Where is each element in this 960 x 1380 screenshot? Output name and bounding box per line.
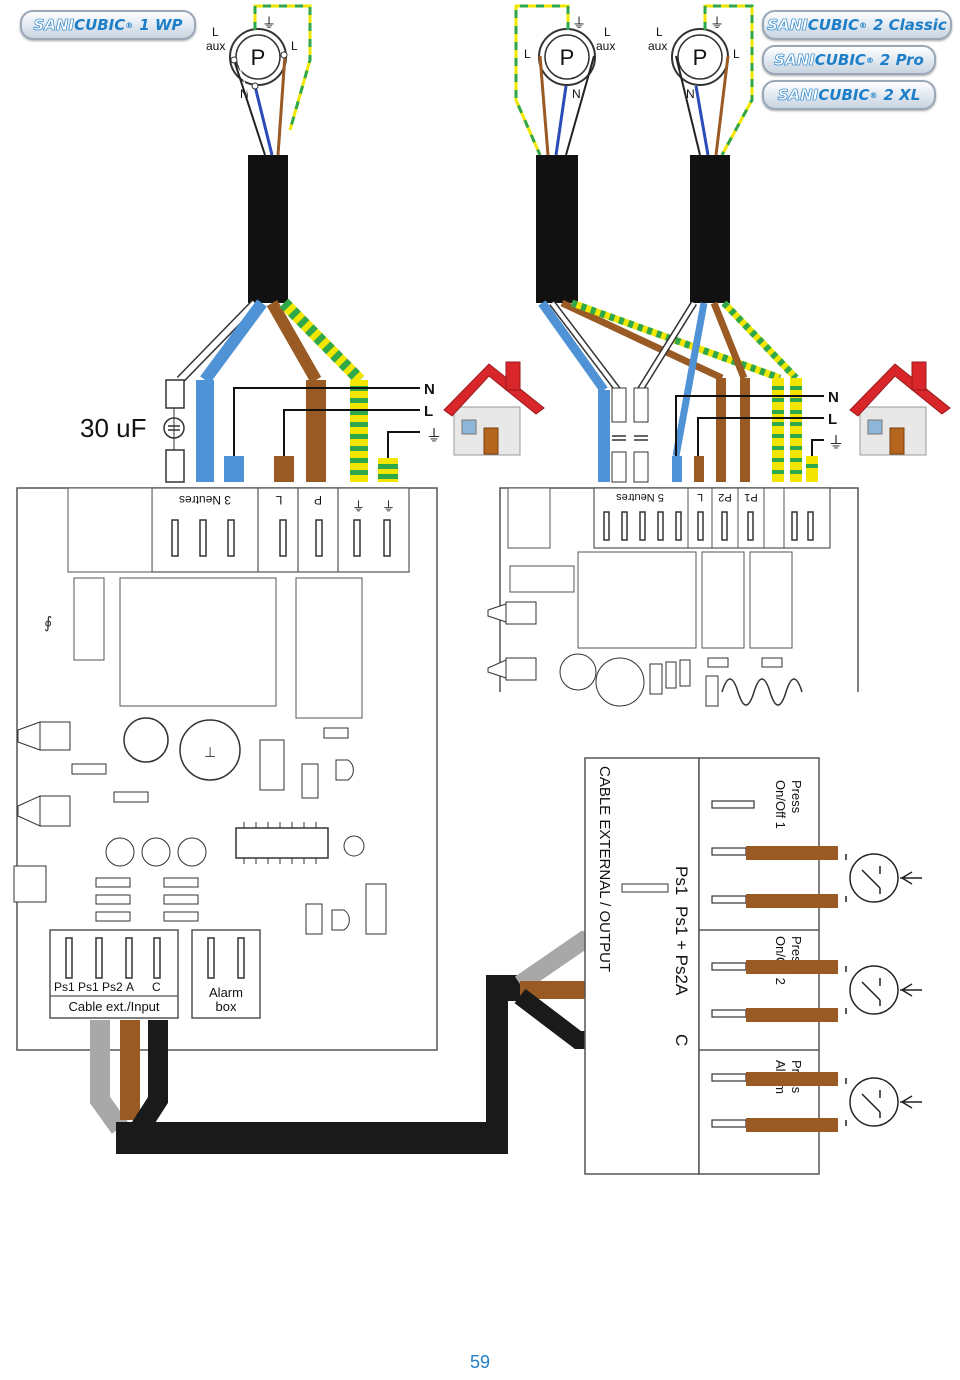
- svg-text:L: L: [524, 47, 531, 61]
- capacitor-icon: [163, 408, 185, 450]
- mains-supply-left: N L ⏚: [233, 381, 442, 458]
- terminal-label-p: P: [314, 493, 322, 507]
- wires-right: [538, 299, 799, 457]
- pump-motor-2-p2: P L aux L N ⏚: [648, 4, 754, 156]
- terminal-label-p1: P1: [744, 491, 757, 503]
- svg-text:N: N: [686, 87, 695, 101]
- earth-icon: ⏚: [262, 15, 276, 31]
- output-label-ps1-ps2: Ps1 + Ps2: [672, 906, 691, 984]
- input-label-a: A: [126, 980, 134, 994]
- svg-text:L: L: [604, 25, 611, 39]
- control-board-left: 3 Neutres L P ⏚ ⏚ ∮ ⊥: [13, 487, 438, 1051]
- svg-text:N: N: [828, 389, 839, 406]
- cable-sheath-left: [248, 155, 288, 303]
- svg-text:L: L: [828, 411, 837, 428]
- wire-label-l-right: L: [291, 39, 298, 53]
- wire-label-aux: aux: [206, 39, 225, 53]
- svg-text:P: P: [693, 45, 708, 70]
- cable-sheath-p2: [690, 155, 730, 303]
- output-label-c: C: [672, 1034, 691, 1046]
- earth-icon: ⏚: [828, 434, 844, 452]
- external-cable-left: [90, 931, 672, 1154]
- earth-icon: ⏚: [572, 15, 586, 31]
- house-icon: [849, 361, 951, 456]
- pressure-switch-icon: [845, 1077, 922, 1127]
- capacitor-label: 30 uF: [80, 413, 147, 443]
- pump-motor-1-wp: P L aux L N ⏚: [206, 4, 312, 156]
- input-label-c: C: [152, 980, 161, 994]
- svg-text:L: L: [733, 47, 740, 61]
- press-on-off-1-label-2: On/Off 1: [773, 780, 788, 829]
- svg-text:N: N: [572, 87, 581, 101]
- terminal-label-neutres: 3 Neutres: [179, 493, 231, 507]
- alarm-label-2: box: [216, 999, 237, 1014]
- house-icon: [443, 361, 545, 456]
- press-on-off-1-label-1: Press: [789, 780, 804, 814]
- svg-text:⊥: ⊥: [204, 744, 216, 760]
- pressure-switch-icon: [845, 853, 922, 903]
- earth-icon: ⏚: [352, 499, 365, 514]
- output-title: CABLE EXTERNAL / OUTPUT: [596, 766, 613, 972]
- wires-left: 30 uF: [80, 298, 398, 483]
- terminal-label-neutres-right: 5 Neutres: [616, 491, 664, 503]
- input-label-ps1a: Ps1: [54, 980, 75, 994]
- alarm-label-1: Alarm: [209, 985, 243, 1000]
- output-box: CABLE EXTERNAL / OUTPUT Ps1 Ps1 + Ps2 A …: [584, 757, 922, 1175]
- pump-motor-2-p1: P L L aux N ⏚: [514, 4, 615, 156]
- thermistor-icon: ∮: [44, 615, 52, 632]
- input-label-ps1b: Ps1: [78, 980, 99, 994]
- mains-n-label: N: [424, 381, 435, 398]
- input-caption: Cable ext./Input: [68, 999, 159, 1014]
- page-number: 59: [469, 1352, 491, 1372]
- output-label-a: A: [672, 984, 691, 996]
- earth-icon: ⏚: [426, 427, 442, 445]
- svg-text:aux: aux: [596, 39, 615, 53]
- wire-label-l: L: [212, 25, 219, 39]
- terminal-label-p2: P2: [718, 491, 731, 503]
- earth-icon: ⏚: [710, 15, 724, 31]
- pressure-switch-icon: [845, 965, 922, 1015]
- terminal-leads-right: [598, 378, 818, 483]
- mains-l-label: L: [424, 403, 433, 420]
- input-label-ps2: Ps2: [102, 980, 123, 994]
- terminal-label-l: L: [275, 493, 282, 507]
- terminal-label-l-right: L: [697, 491, 703, 503]
- earth-icon: ⏚: [382, 499, 395, 514]
- control-board-right: 5 Neutres L P2 P1: [487, 487, 859, 707]
- mains-supply-right: N L ⏚: [675, 389, 844, 456]
- svg-text:P: P: [560, 45, 575, 70]
- pump-symbol: P: [251, 45, 266, 70]
- cable-sheath-p1: [536, 155, 578, 303]
- svg-text:aux: aux: [648, 39, 667, 53]
- svg-text:L: L: [656, 25, 663, 39]
- output-label-ps1: Ps1: [672, 866, 691, 895]
